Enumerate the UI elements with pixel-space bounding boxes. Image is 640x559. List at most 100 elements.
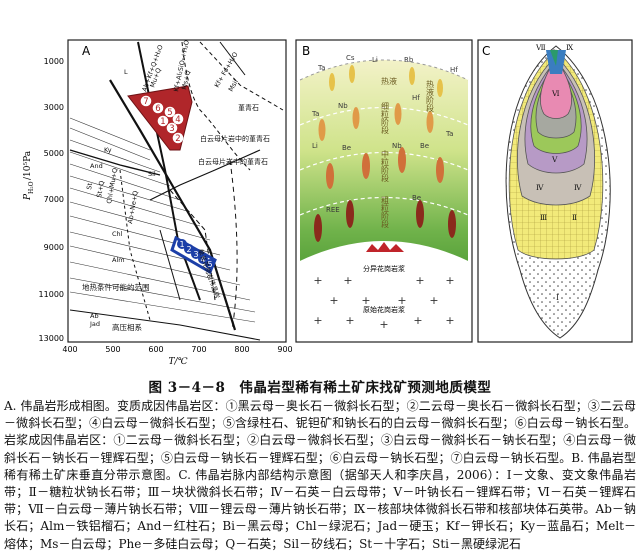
curve-label: Alm [112, 256, 125, 264]
zone-label: Ⅴ [551, 155, 558, 164]
svg-text:+: + [313, 274, 322, 287]
x-tick: 600 [148, 345, 163, 354]
y-axis-unit: /10⁵Pa [23, 150, 33, 180]
svg-text:+: + [313, 314, 322, 327]
y-axis-label: P H₂O /10⁵Pa [23, 150, 35, 201]
element-label: Rb [404, 56, 414, 64]
element-label: Li [372, 56, 378, 64]
stage-label: 热液 [381, 76, 397, 86]
red-number: 4 [175, 115, 180, 125]
panel-b: B Ta Cs Li Rb Hf Nb [295, 39, 473, 343]
svg-text:+: + [343, 274, 352, 287]
curve-label: Sil [148, 170, 156, 178]
figure: A [23, 39, 633, 367]
element-label: Nb [392, 142, 402, 150]
svg-text:+: + [413, 314, 422, 327]
curve-label: Ab [90, 312, 99, 320]
annotation: 高压相系 [112, 322, 142, 332]
curve-label: L [124, 68, 128, 76]
svg-text:+: + [379, 318, 388, 331]
y-tick: 1000 [44, 57, 64, 66]
x-tick: 700 [191, 345, 206, 354]
x-tick: 400 [62, 345, 77, 354]
annotation: 地热条件可能的范围 [82, 282, 150, 292]
panel-c-letter: C [482, 44, 490, 58]
stage-label: 热液阶段 [426, 79, 435, 113]
element-label: Hf [412, 94, 420, 102]
svg-text:+: + [445, 274, 454, 287]
y-tick: 5000 [44, 149, 64, 158]
y-tick: 7000 [44, 195, 64, 204]
base-label: 分异花岗岩浆 [363, 264, 405, 273]
figure-caption: A. 伟晶岩形成相图。变质成因伟晶岩区：①黑云母－奥长石－微斜长石型；②二云母－… [4, 399, 636, 551]
zone-label: Ⅲ [540, 213, 547, 222]
svg-text:+: + [329, 294, 338, 307]
red-number: 6 [155, 104, 160, 114]
element-label: Nb [338, 102, 348, 110]
annotation: 白云母片岩中的堇青石 [198, 157, 268, 166]
blue-number: 1 [179, 240, 184, 249]
x-ticks: 400 500 600 700 800 900 [62, 345, 292, 354]
blue-number: 3 [193, 250, 198, 259]
x-tick: 900 [277, 345, 292, 354]
element-label: Hf [450, 66, 458, 74]
phase-curves [69, 41, 284, 341]
curve-label: And [90, 162, 103, 170]
y-tick: 11000 [39, 290, 64, 299]
element-label: Be [420, 142, 429, 150]
stage-label: 中粒阶段 [381, 149, 390, 183]
svg-text:+: + [445, 314, 454, 327]
stage-label: 粗粒阶段 [381, 195, 390, 229]
y-axis-p: P [23, 193, 33, 201]
red-number: 2 [175, 134, 180, 144]
stage-label: 细粒阶段 [381, 101, 390, 135]
y-tick: 13000 [39, 334, 64, 343]
red-number: 7 [143, 97, 148, 107]
element-label: Be [342, 144, 351, 152]
annotation: 白云母片岩中的堇青石 [200, 134, 270, 143]
curve-label: Chl [112, 230, 123, 238]
blue-number: 4 [200, 255, 205, 264]
panel-a: A [23, 39, 293, 367]
svg-text:+: + [397, 294, 406, 307]
pressure-hatch [69, 117, 256, 323]
y-tick: 9000 [44, 243, 64, 252]
curve-label: St+Q [95, 180, 106, 198]
curve-label: Ms+Q [180, 70, 192, 91]
element-label: Cs [346, 54, 355, 62]
red-number: 3 [169, 124, 174, 134]
annotation: 堇青石 [238, 103, 259, 112]
element-label: Ta [311, 110, 319, 118]
svg-text:+: + [429, 294, 438, 307]
svg-text:+: + [345, 314, 354, 327]
element-label: REE [326, 206, 340, 214]
zone-label: Ⅵ [551, 89, 560, 98]
element-label: Li [312, 142, 318, 150]
panel-b-letter: B [302, 44, 310, 58]
x-tick: 800 [234, 345, 249, 354]
y-tick: 3000 [44, 103, 64, 112]
x-axis-label: T/℃ [168, 357, 188, 367]
pegmatite-bodies [314, 65, 456, 242]
zone-label: Ⅳ [536, 183, 544, 192]
panel-a-letter: A [82, 44, 91, 58]
element-label: Ta [317, 64, 325, 72]
y-ticks: 1000 3000 5000 7000 9000 11000 13000 [39, 57, 64, 343]
red-number: 1 [160, 117, 165, 127]
element-label: Be [412, 194, 421, 202]
blue-number: 5 [207, 260, 212, 269]
zone-label: Ⅰ [556, 293, 559, 302]
x-tick: 500 [105, 345, 120, 354]
red-number: 5 [167, 108, 172, 118]
figure-title: 图 3－4－8 伟晶岩型稀有稀土矿床找矿预测地质模型 [148, 380, 492, 396]
y-axis-sub: H₂O [28, 181, 35, 194]
zone-label: Ⅸ [566, 43, 574, 52]
curve-label: Jad [89, 320, 100, 328]
zone-label: Ⅳ [574, 183, 582, 192]
granite-plus-pattern: + + + + + + + + + + + + + [313, 274, 454, 331]
element-label: Ta [445, 130, 453, 138]
svg-text:+: + [415, 274, 424, 287]
panel-c: C Ⅶ Ⅸ Ⅵ Ⅴ Ⅳ Ⅳ Ⅲ Ⅱ Ⅰ [477, 39, 633, 343]
zone-label: Ⅱ [572, 213, 577, 222]
svg-text:+: + [361, 294, 370, 307]
